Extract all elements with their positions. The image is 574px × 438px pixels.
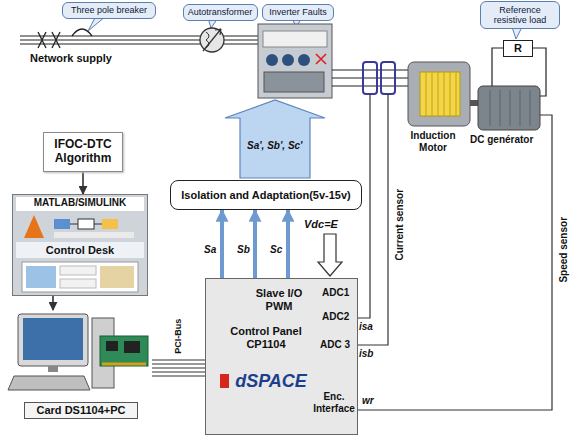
isolation-text: Isolation and Adaptation(5v-15v)	[181, 189, 351, 202]
signal-name: wr	[362, 395, 374, 407]
card-chip	[124, 341, 140, 353]
connector-label: Sa	[204, 244, 216, 256]
callout-bubble: Three pole breaker	[62, 2, 156, 19]
machine-label: Induction Motor	[398, 130, 468, 153]
callout-text: Reference resistive load	[483, 5, 557, 26]
keyboard	[8, 376, 90, 390]
sensor-wire	[358, 94, 388, 345]
dspace-logo-mark	[220, 374, 229, 388]
sensor-label: Speed sensor	[558, 217, 570, 283]
current-clamp	[363, 62, 377, 94]
algorithm-name: IFOC-DTC Algorithm	[48, 138, 118, 166]
panel-text: ADC 3	[320, 339, 356, 351]
resistor-box: R	[503, 40, 533, 57]
flow-arrow	[52, 296, 54, 310]
connector-label: PCI-Bus	[173, 319, 183, 354]
flow-arrow	[82, 172, 84, 194]
fault-wire	[316, 54, 326, 64]
gate-signal-arrow	[225, 100, 325, 178]
inverter-image	[258, 24, 332, 98]
software-name: MATLAB/SIMULINK	[19, 197, 141, 209]
motor-body	[408, 62, 470, 126]
simulink-link	[70, 224, 102, 225]
dspace-panel-fill	[205, 278, 358, 435]
dspace-panel: Slave I/O PWM ADC1ADC2ADC 3 Control Panel …	[205, 278, 358, 435]
screen-widget	[60, 279, 96, 288]
connector-label: Sb	[237, 244, 250, 256]
software-panel-fill	[12, 194, 148, 296]
voltage-label: Vdc=E	[304, 218, 338, 231]
title-strip	[16, 197, 144, 211]
title-strip	[16, 242, 144, 258]
autotransformer-symbol	[200, 28, 224, 52]
resistor-symbol: R	[514, 42, 522, 55]
motor-shaft	[470, 100, 478, 106]
generator-fins	[490, 90, 530, 126]
inverter-capacitor	[298, 54, 310, 66]
panel-text: ADC2	[322, 311, 356, 323]
signal-name: isa	[359, 321, 373, 333]
panel-text: Enc. Interface	[311, 391, 357, 414]
dc-generator	[478, 86, 540, 130]
motor-wires	[332, 70, 408, 86]
inverter-capacitor	[266, 54, 278, 66]
card-chip	[106, 341, 118, 351]
pwm-arrow	[286, 210, 290, 278]
winding-stripes	[426, 72, 456, 116]
autotransformer-slider	[203, 29, 221, 51]
screen-widget	[100, 266, 134, 288]
isolation-box: Isolation and Adaptation(5v-15v)	[170, 180, 362, 210]
callout-bubble: Autotransformer	[183, 4, 258, 21]
signal-name: isb	[359, 348, 373, 360]
sensor-label: Current sensor	[394, 189, 406, 261]
pwm-arrow	[253, 210, 257, 278]
simulink-bar	[54, 232, 134, 238]
software-panel: MATLAB/SIMULINK Control Desk	[12, 194, 148, 296]
pci-bus-lines	[152, 360, 205, 376]
algorithm-box: IFOC-DTC Algorithm	[43, 132, 123, 172]
connector-label: Sc	[270, 244, 282, 256]
current-clamp	[381, 62, 395, 94]
signal-label: Sa', Sb', Sc'	[247, 140, 303, 152]
speed-sensor-wire	[358, 115, 552, 410]
screen-widget	[26, 266, 56, 288]
card-pins	[102, 363, 146, 366]
callout-bubble: Reference resistive load	[480, 1, 560, 29]
pc-monitor	[18, 314, 88, 366]
pc-screen	[23, 318, 83, 360]
panel-text: Slave I/O PWM	[246, 287, 312, 312]
pwm-arrow	[220, 210, 224, 278]
inverter-capacitor	[282, 54, 294, 66]
callout-text: Three pole breaker	[71, 5, 147, 15]
controldesk-screen	[22, 262, 138, 292]
panel-text: ADC1	[322, 287, 356, 299]
matlab-logo	[24, 215, 44, 238]
card-label: Card DS1104+PC	[24, 402, 138, 419]
callout-bubble: Inverter Faults	[262, 4, 334, 21]
pci-bus	[152, 368, 205, 369]
monitor-stand	[48, 366, 58, 372]
callout-text: Inverter Faults	[269, 7, 327, 17]
panel-text: dSPACE	[226, 371, 316, 392]
supply-label: Network supply	[30, 52, 112, 65]
inverter-module	[264, 72, 324, 92]
motor-winding	[420, 72, 460, 116]
screen-widget	[60, 266, 96, 275]
ds1104-card	[100, 336, 148, 366]
panel-text: Control Panel CP1104	[220, 325, 312, 350]
simulink-block	[54, 219, 70, 229]
dc-voltage-arrow	[318, 234, 342, 276]
pc-card: Card DS1104+PC	[10, 310, 152, 424]
machine-label: DC genérator	[470, 134, 533, 146]
software-name: Control Desk	[33, 244, 127, 257]
simulink-block	[78, 219, 94, 229]
breaker-symbol	[38, 32, 60, 48]
inverter-part	[263, 31, 327, 47]
simulink-block	[102, 219, 118, 229]
callout-text: Autotransformer	[188, 7, 253, 17]
